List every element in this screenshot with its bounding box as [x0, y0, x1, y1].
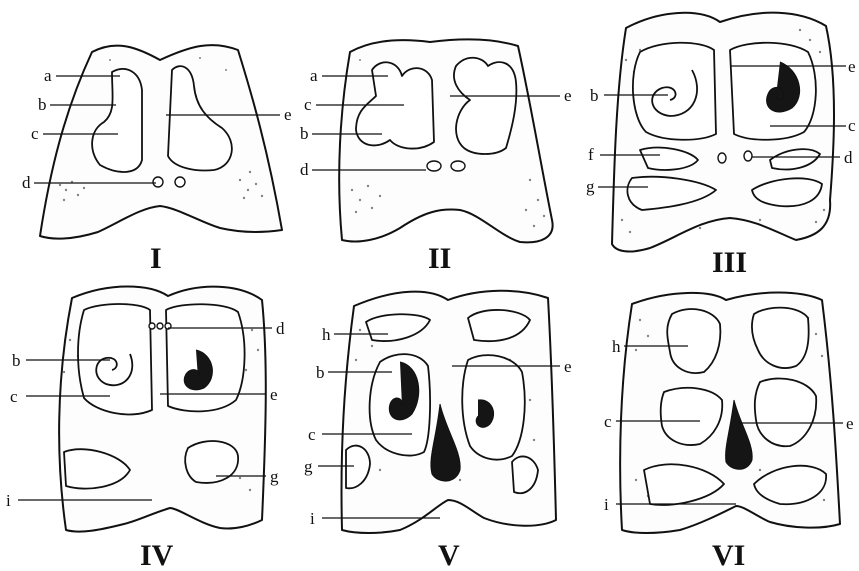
panel-II-label-b: b: [300, 124, 309, 143]
panel-II-duct-right: [451, 161, 465, 171]
panel-VI-label-e: e: [846, 414, 854, 433]
panel-III-label-g: g: [586, 177, 595, 196]
panel-I-label-b: b: [38, 95, 47, 114]
panel-III-label-d: d: [844, 148, 853, 167]
panel-IV-label-c: c: [10, 387, 18, 406]
panel-I: I a b c d e: [22, 45, 292, 275]
panel-IV-label-g: g: [270, 467, 279, 486]
panel-I-label-c: c: [31, 124, 39, 143]
panel-III-duct-right: [744, 151, 752, 161]
panel-V-label-g: g: [304, 457, 313, 476]
panel-V-label-b: b: [316, 363, 325, 382]
panel-V-numeral: V: [438, 539, 460, 571]
panel-V-label-i: i: [310, 509, 315, 528]
panel-I-label-d: d: [22, 173, 31, 192]
panel-II-right-cavity: [454, 58, 516, 154]
panel-IV-numeral: IV: [140, 539, 174, 571]
panel-II-label-d: d: [300, 160, 309, 179]
panel-II-label-c: c: [304, 95, 312, 114]
panel-VI-upper-left-cavity: [667, 309, 720, 373]
panel-III-label-c: c: [848, 116, 856, 135]
panel-V-right-cavity: [462, 355, 525, 460]
panel-IV-label-b: b: [12, 351, 21, 370]
panel-III-label-f: f: [588, 145, 594, 164]
panel-IV-label-e: e: [270, 385, 278, 404]
panel-II-numeral: II: [428, 242, 451, 275]
panel-IV-label-i: i: [6, 491, 11, 510]
panel-I-outline: [40, 45, 282, 239]
panel-II-duct-left: [427, 161, 441, 171]
panel-VI-label-h: h: [612, 337, 621, 356]
panel-V-label-e: e: [564, 357, 572, 376]
panel-II: II a c b d e: [300, 39, 572, 275]
panel-VI: VI h c i e: [604, 293, 854, 571]
panel-IV-left-spiral: [96, 354, 132, 385]
panel-III-duct-left: [718, 153, 726, 163]
panel-IV-duct-mid: [157, 323, 163, 329]
panel-VI-label-i: i: [604, 495, 609, 514]
panel-VI-numeral: VI: [712, 539, 745, 571]
panel-V-label-c: c: [308, 425, 316, 444]
panel-V: V h b c g i e: [304, 291, 572, 571]
panel-I-duct-right: [175, 177, 185, 187]
panel-I-label-a: a: [44, 66, 52, 85]
panel-II-label-a: a: [310, 66, 318, 85]
panel-IV-label-d: d: [276, 319, 285, 338]
panel-III-label-b: b: [590, 86, 599, 105]
panel-IV: IV d b c e g i: [6, 287, 285, 571]
panel-V-label-h: h: [322, 325, 331, 344]
panel-IV-duct-left: [149, 323, 155, 329]
panel-II-label-e: e: [564, 86, 572, 105]
panel-VI-label-c: c: [604, 412, 612, 431]
panel-III-numeral: III: [712, 246, 747, 279]
panel-I-numeral: I: [150, 242, 162, 275]
panel-III: III b f g e c d: [586, 13, 856, 279]
panel-I-label-e: e: [284, 105, 292, 124]
panel-III-label-e: e: [848, 57, 856, 76]
panel-I-duct-left: [153, 177, 163, 187]
